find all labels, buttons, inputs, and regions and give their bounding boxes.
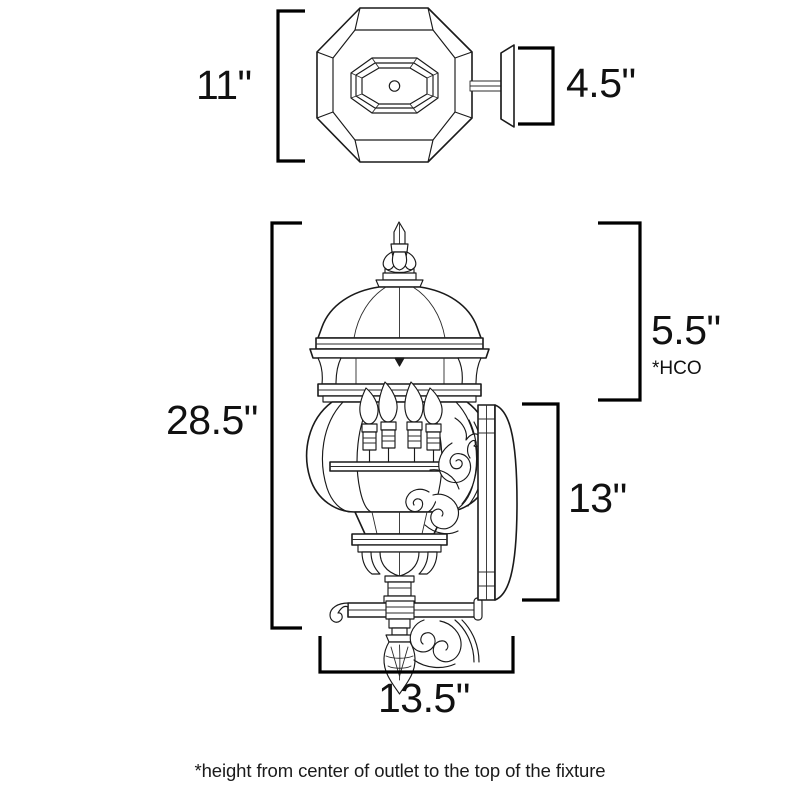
top-view-group	[316, 7, 515, 163]
top-wall-plate	[500, 44, 515, 128]
top-panel-seams	[316, 7, 473, 163]
candle-lamp	[404, 381, 424, 463]
scroll-bracket	[405, 417, 484, 669]
glass-globe	[305, 381, 494, 513]
lower-stem	[329, 575, 483, 695]
top-arm-stem	[469, 80, 504, 92]
dim-bracket-4-5in	[518, 46, 555, 126]
backplate-wall-face	[494, 404, 518, 601]
candle-lamp	[359, 387, 379, 463]
dim-label-hco-note: *HCO	[652, 358, 702, 379]
wall-backplate	[477, 404, 518, 601]
finial	[375, 221, 424, 288]
footnote-text: *height from center of outlet to the top…	[194, 760, 606, 781]
side-view-group	[305, 221, 518, 695]
dim-bracket-11in	[276, 9, 305, 163]
dim-label-width-top: 11"	[196, 62, 252, 108]
lower-gallery	[351, 511, 448, 577]
dim-label-height-overall: 28.5"	[166, 397, 258, 443]
top-cap-seams	[350, 57, 439, 114]
candle-lamp	[423, 387, 443, 463]
dim-bracket-5-5in	[598, 221, 642, 402]
top-center-hole-icon	[388, 80, 401, 92]
dim-label-depth-top: 4.5"	[566, 60, 636, 106]
drop-finial-hatch	[385, 644, 414, 681]
dim-label-backplate-height: 13"	[568, 475, 627, 521]
crown-dome	[309, 286, 490, 367]
lantern-neck	[317, 357, 482, 403]
candle-lamp	[378, 381, 398, 463]
dim-label-height-hco: 5.5"	[651, 307, 721, 353]
dim-label-extension-width: 13.5"	[378, 675, 470, 721]
dim-bracket-13-5in	[318, 636, 515, 674]
dim-bracket-13in	[522, 402, 560, 602]
dim-bracket-28-5in	[270, 221, 302, 630]
candle-lamp-group	[359, 381, 443, 463]
